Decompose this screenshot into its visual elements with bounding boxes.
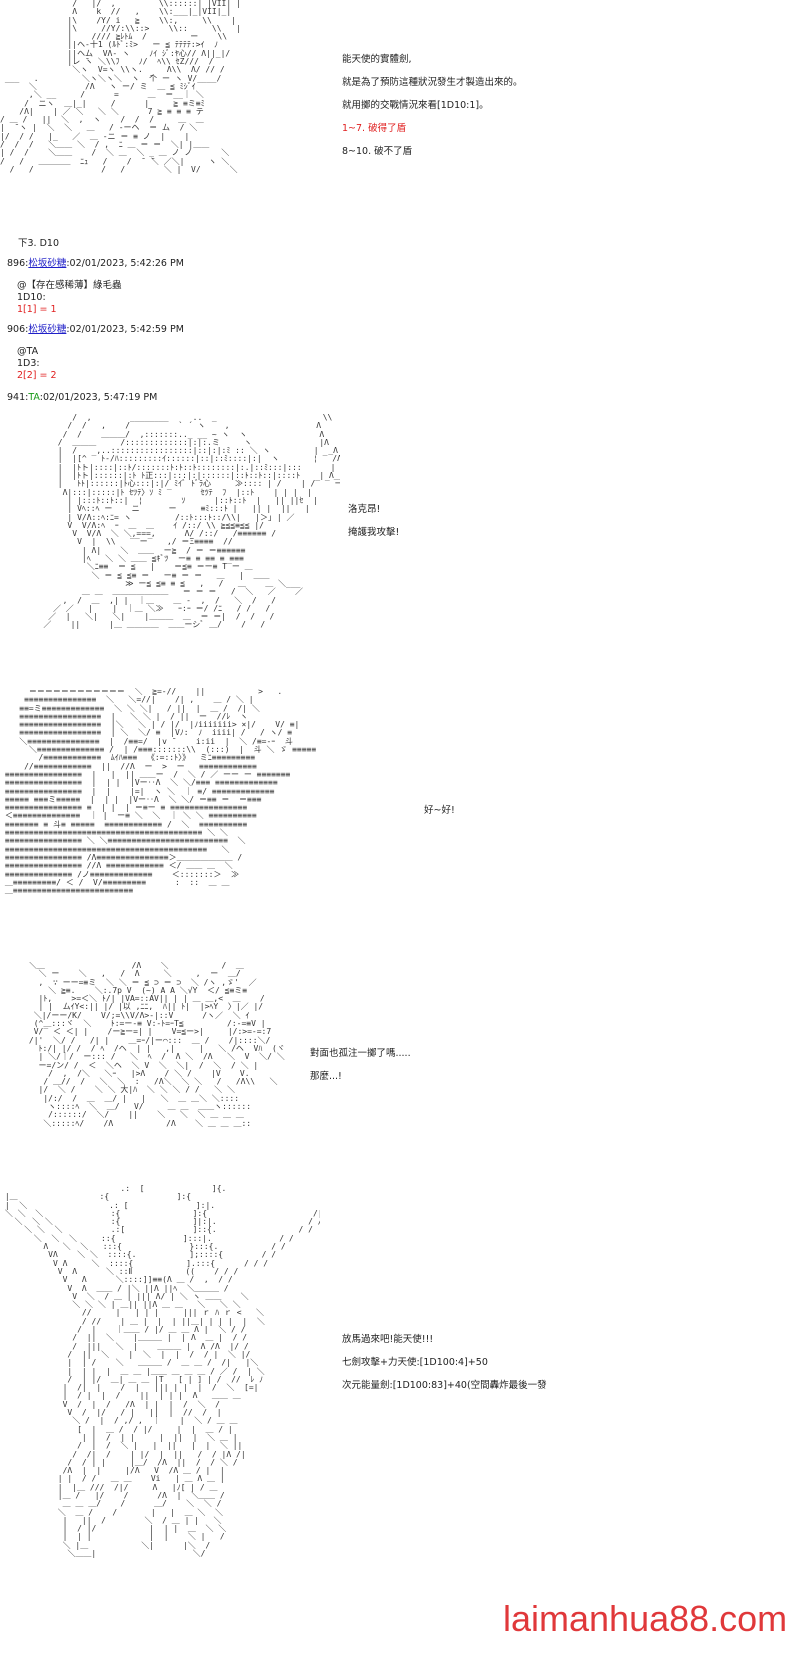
dice-result: 2[2] = 2 [17,370,57,381]
dialogue-line: 次元能量劍:[1D100:83]+40(空間轟炸最後一發 [342,1380,547,1391]
dialogue-line: 好~好! [424,805,455,816]
post-number: 896: [7,258,29,269]
ascii-art-mecha-armored: ＼＿ /Λ ＼ / ＿ ＼ ー ＼ , / Λ ＼ , ー ＿/ , ∵ ーー=… [28,962,285,1128]
dialogue-panel1: 能天使的實體劍, 就是為了預防這種狀況發生才製造出來的。 就用擲的交戰情況來看[… [342,53,523,168]
dialogue-line: 掩護我攻擊! [348,527,400,538]
dialogue-line: 對面也孤注一擲了嗎..... [310,1048,411,1059]
ascii-art-mecha-charging: .: [ ]{. |＿ :{ ]:{ | ＼ .: [ ]:|. / ＼ ＼ ＼… [4,1185,320,1559]
dialogue-panel4: 對面也孤注一擲了嗎..... 那麼...! [310,1047,411,1093]
dialogue-panel3: 好~好! [424,804,455,827]
post-line: @【存在感稀薄】綠毛蟲 [17,280,122,291]
post-username[interactable]: 松坂砂糖 [28,324,67,335]
post-header: 906:松坂砂糖:02/01/2023, 5:42:59 PM [7,324,184,336]
dialogue-line: 那麼...! [310,1071,342,1082]
post-header: 896:松坂砂糖:02/01/2023, 5:42:26 PM [7,258,184,270]
dialogue-line: 能天使的實體劍, [342,54,412,65]
post-username[interactable]: TA [28,392,40,403]
post-906: 906:松坂砂糖:02/01/2023, 5:42:59 PM @TA 1D3:… [7,324,184,382]
dialogue-line: 就用擲的交戰情況來看[1D10:1]。 [342,100,489,111]
dialogue-line: 8~10. 破不了盾 [342,146,413,157]
post-date: :02/01/2023, 5:47:19 PM [39,392,158,403]
post-941: 941:TA:02/01/2023, 5:47:19 PM [7,392,157,404]
watermark-text: laimanhua88.com [503,1598,788,1639]
post-number: 941: [7,392,29,403]
post-date: :02/01/2023, 5:42:59 PM [66,324,184,335]
dialogue-line: 放馬過來吧!能天使!!! [342,1334,434,1345]
post-line: 1D3: [17,358,40,369]
dialogue-line-red: 1~7. 破得了盾 [342,123,407,134]
post-line: 1D10: [17,292,46,303]
dice-result: 1[1] = 1 [17,304,57,315]
footer-note: 下3. D10 [18,238,59,249]
dialogue-line: 七劍攻擊+力天使:[1D100:4]+50 [342,1357,488,1368]
post-number: 906: [7,324,29,335]
dialogue-line: 洛克昂! [348,504,381,515]
ascii-art-mecha-firing: ＝＝＝＝＝＝＝＝＝＝＝＝ ＼ ≧=-// || > . ≡≡≡≡≡≡≡≡≡≡≡≡… [4,688,317,896]
dialogue-panel2: 洛克昂! 掩護我攻擊! [348,503,399,549]
post-username[interactable]: 松坂砂糖 [28,258,67,269]
dialogue-line: 就是為了預防這種狀況發生才製造出來的。 [342,77,523,88]
ascii-art-mecha-1: / |/ , \\::::::| |VII| | Λ k // , \\:___… [0,0,241,174]
dialogue-panel5: 放馬過來吧!能天使!!! 七劍攻擊+力天使:[1D100:4]+50 次元能量劍… [342,1333,547,1402]
post-896: 896:松坂砂糖:02/01/2023, 5:42:26 PM @【存在感稀薄】… [7,258,184,316]
post-date: :02/01/2023, 5:42:26 PM [66,258,184,269]
post-line: @TA [17,346,39,357]
ascii-art-pilot-portrait: / , ________ .. _ \\ / / , / ` ´ ヽ , Λ /… [43,414,340,630]
